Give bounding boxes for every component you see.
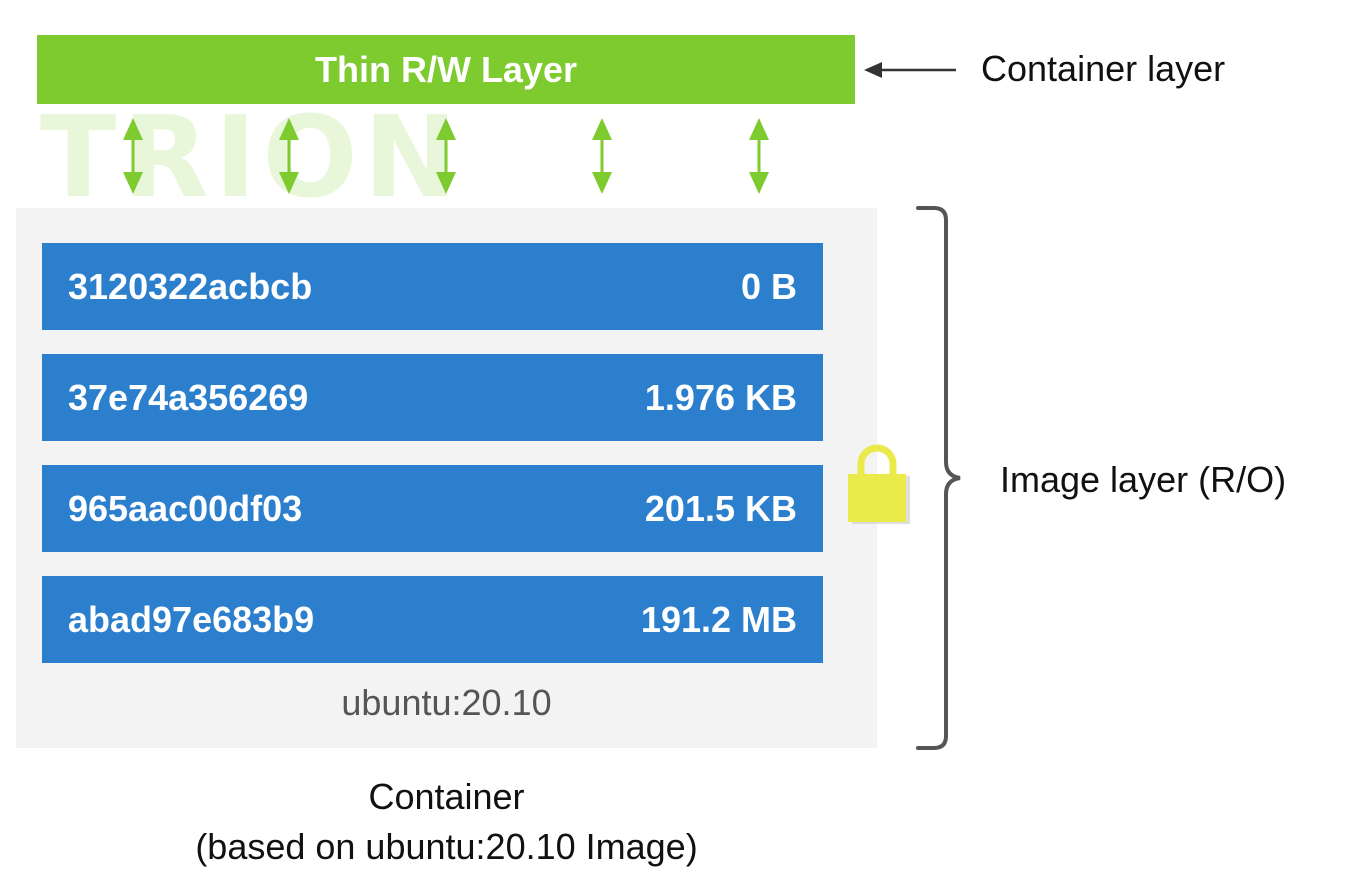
- layer-size: 201.5 KB: [644, 487, 797, 529]
- caption-title: Container: [368, 776, 525, 817]
- layer-size: 191.2 MB: [640, 598, 797, 640]
- lock-icon: [848, 444, 910, 524]
- image-layer-row: abad97e683b9 191.2 MB: [42, 576, 823, 663]
- image-layer-label: Image layer (R/O): [1000, 459, 1287, 500]
- layer-id: 965aac00df03: [68, 487, 303, 529]
- layer-size: 0 B: [740, 265, 797, 307]
- layer-id: abad97e683b9: [68, 598, 315, 640]
- image-layer-row: 965aac00df03 201.5 KB: [42, 465, 823, 552]
- read-write-arrows: [123, 118, 769, 194]
- double-arrow-icon: [592, 118, 612, 194]
- double-arrow-icon: [123, 118, 143, 194]
- container-layer-label: Container layer: [981, 48, 1226, 89]
- image-layer-row: 3120322acbcb 0 B: [42, 243, 823, 330]
- watermark: TRION: [40, 93, 464, 223]
- double-arrow-icon: [436, 118, 456, 194]
- container-layer-title: Thin R/W Layer: [314, 48, 578, 90]
- image-layer-bracket: [916, 206, 961, 750]
- base-image-tag: ubuntu:20.10: [341, 682, 552, 723]
- container-layer-bar: Thin R/W Layer: [37, 35, 855, 104]
- double-arrow-icon: [279, 118, 299, 194]
- double-arrow-icon: [749, 118, 769, 194]
- caption-subtitle: (based on ubuntu:20.10 Image): [195, 826, 698, 867]
- layer-size: 1.976 KB: [644, 376, 797, 418]
- container-layer-pointer-arrow: [864, 62, 956, 78]
- layer-id: 37e74a356269: [68, 376, 309, 418]
- image-layer-row: 37e74a356269 1.976 KB: [42, 354, 823, 441]
- layer-id: 3120322acbcb: [68, 265, 313, 307]
